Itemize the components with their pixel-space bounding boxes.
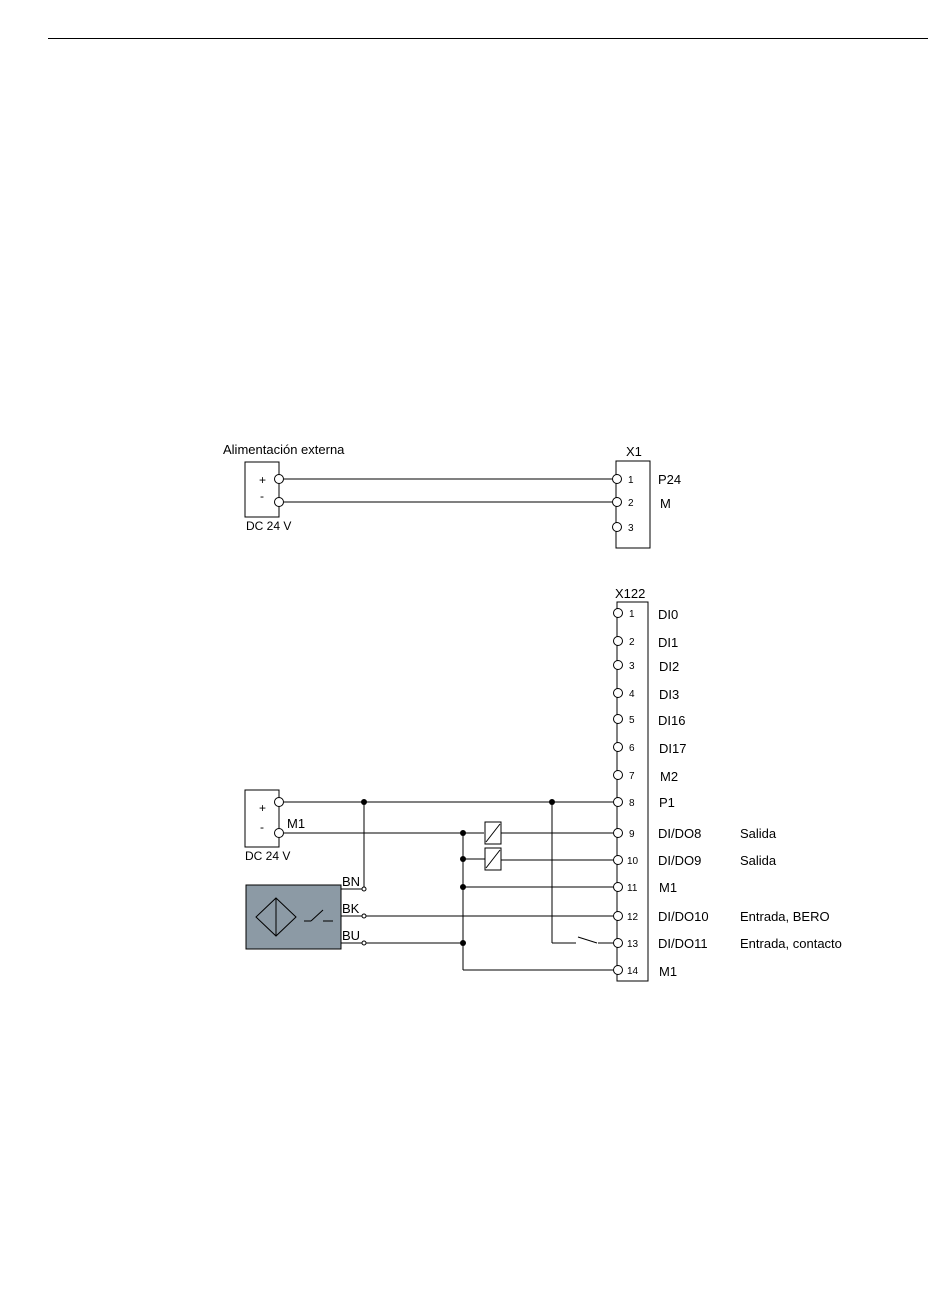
x1-signal-1: P24 [658, 472, 681, 487]
supply2-box [245, 790, 279, 847]
x122-num-11: 11 [627, 883, 638, 894]
x122-terminal-14 [614, 966, 623, 975]
supply2-plus: + [259, 801, 266, 815]
x122-signal-11: M1 [659, 880, 677, 895]
x122-signal-5: DI16 [658, 713, 685, 728]
supply2-plus-terminal [275, 798, 284, 807]
supply2-m1-label: M1 [287, 816, 305, 831]
x122-num-1: 1 [629, 609, 635, 620]
x122-num-12: 12 [627, 912, 639, 923]
x1-num-2: 2 [628, 498, 634, 509]
x122-terminal-6 [614, 743, 623, 752]
x122-signal-6: DI17 [659, 741, 686, 756]
x122-terminal-1 [614, 609, 623, 618]
x122-note-9: Salida [740, 826, 777, 841]
wire-label-bn: BN [342, 874, 360, 889]
x122-terminal-7 [614, 771, 623, 780]
ext-supply-plus: + [259, 473, 266, 487]
x122-signal-3: DI2 [659, 659, 679, 674]
ext-supply-title: Alimentación externa [223, 442, 345, 457]
ext-supply-minus: - [260, 489, 264, 503]
ext-supply-minus-terminal [275, 498, 284, 507]
x122-name: X122 [615, 586, 645, 601]
bn-end-terminal [362, 887, 366, 891]
x1-num-1: 1 [628, 475, 634, 486]
bu-end-terminal [362, 941, 366, 945]
x122-terminal-5 [614, 715, 623, 724]
x122-note-10: Salida [740, 853, 777, 868]
x122-terminal-13 [614, 939, 623, 948]
x1-terminal-3 [613, 523, 622, 532]
x122-note-13: Entrada, contacto [740, 936, 842, 951]
x122-terminal-3 [614, 661, 623, 670]
supply2-minus: - [260, 820, 264, 834]
x122-num-4: 4 [629, 689, 635, 700]
x122-terminal-2 [614, 637, 623, 646]
x122-num-10: 10 [627, 856, 639, 867]
x122-terminal-11 [614, 883, 623, 892]
bk-end-terminal [362, 914, 366, 918]
x122-signal-2: DI1 [658, 635, 678, 650]
supply2-voltage: DC 24 V [245, 849, 290, 863]
x122-num-3: 3 [629, 661, 635, 672]
x122-num-14: 14 [627, 966, 639, 977]
x122-num-7: 7 [629, 771, 635, 782]
x122-num-5: 5 [629, 715, 635, 726]
x122-signal-13: DI/DO11 [658, 936, 708, 951]
supply2-minus-terminal [275, 829, 284, 838]
x122-terminal-10 [614, 856, 623, 865]
x1-terminal-2 [613, 498, 622, 507]
x122-signal-9: DI/DO8 [658, 826, 701, 841]
x122-num-13: 13 [627, 939, 639, 950]
x122-num-2: 2 [629, 637, 635, 648]
x122-signal-12: DI/DO10 [658, 909, 709, 924]
x1-terminal-1 [613, 475, 622, 484]
x122-num-8: 8 [629, 798, 635, 809]
x122-num-6: 6 [629, 743, 635, 754]
bero-sensor-body [246, 885, 341, 949]
ext-supply-voltage: DC 24 V [246, 519, 291, 533]
x122-num-9: 9 [629, 829, 635, 840]
x122-terminal-9 [614, 829, 623, 838]
x1-num-3: 3 [628, 523, 634, 534]
x122-signal-14: M1 [659, 964, 677, 979]
x122-signal-8: P1 [659, 795, 675, 810]
wire-label-bk: BK [342, 901, 360, 916]
wire-label-bu: BU [342, 928, 360, 943]
x122-signal-4: DI3 [659, 687, 679, 702]
x122-terminal-4 [614, 689, 623, 698]
x122-signal-10: DI/DO9 [658, 853, 701, 868]
x1-signal-2: M [660, 496, 671, 511]
x122-note-12: Entrada, BERO [740, 909, 830, 924]
ext-supply-plus-terminal [275, 475, 284, 484]
x122-terminal-12 [614, 912, 623, 921]
x122-signal-1: DI0 [658, 607, 678, 622]
contact-switch [578, 937, 597, 943]
x122-terminal-8 [614, 798, 623, 807]
x122-connector-body [617, 602, 648, 981]
x122-signal-7: M2 [660, 769, 678, 784]
x1-name: X1 [626, 444, 642, 459]
